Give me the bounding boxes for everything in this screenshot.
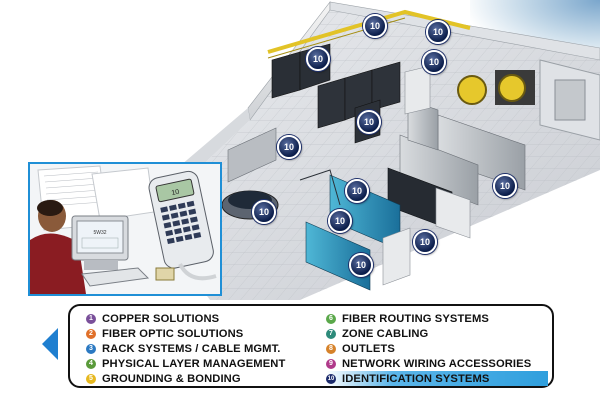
identification-marker-badge[interactable]: 10 [422, 50, 446, 74]
legend-item-label: COPPER SOLUTIONS [102, 312, 220, 325]
floor-tiles [150, 10, 600, 300]
back-wall-right [329, 1, 600, 61]
label-printer-photo-inset: 5W32 10 [28, 162, 222, 296]
legend-column-right: 6 FIBER ROUTING SYSTEMS 7 ZONE CABLING 8 OU… [326, 311, 548, 386]
grey-cabinet-row [399, 99, 526, 206]
identification-marker-badge[interactable]: 10 [252, 200, 276, 224]
number-6-icon: 6 [326, 313, 336, 324]
legend-item-copper-solutions[interactable]: 1 COPPER SOLUTIONS [86, 311, 285, 326]
identification-marker-badge[interactable]: 10 [328, 209, 352, 233]
yellow-cable-tray [267, 9, 471, 54]
legend-item-label: GROUNDING & BONDING [102, 372, 241, 385]
previous-arrow-icon[interactable] [42, 328, 58, 360]
legend-item-network-wiring-accessories[interactable]: 9 NETWORK WIRING ACCESSORIES [326, 356, 548, 371]
generator-room [457, 59, 600, 141]
legend-item-identification-systems[interactable]: 10 IDENTIFICATION SYSTEMS [326, 371, 548, 386]
legend-item-fiber-routing-systems[interactable]: 6 FIBER ROUTING SYSTEMS [326, 311, 548, 326]
number-2-icon: 2 [86, 328, 96, 339]
legend-item-label: RACK SYSTEMS / CABLE MGMT. [102, 342, 281, 355]
identification-marker-badge[interactable]: 10 [357, 110, 381, 134]
identification-marker-badge[interactable]: 10 [426, 20, 450, 44]
legend-item-grounding-bonding[interactable]: 5 GROUNDING & BONDING [86, 371, 285, 386]
legend-item-rack-systems[interactable]: 3 RACK SYSTEMS / CABLE MGMT. [86, 341, 285, 356]
number-8-icon: 8 [326, 343, 336, 354]
monitor-screen-text: 5W32 [93, 230, 106, 236]
legend-item-label: IDENTIFICATION SYSTEMS [342, 372, 490, 385]
legend-item-label: ZONE CABLING [342, 327, 429, 340]
legend-item-label: PHYSICAL LAYER MANAGEMENT [102, 357, 286, 370]
legend-column-left: 1 COPPER SOLUTIONS 2 FIBER OPTIC SOLUTIONS… [86, 311, 285, 386]
number-1-icon: 1 [86, 313, 96, 324]
legend-item-physical-layer-management[interactable]: 4 PHYSICAL LAYER MANAGEMENT [86, 356, 285, 371]
identification-marker-badge[interactable]: 10 [493, 174, 517, 198]
legend-item-fiber-optic-solutions[interactable]: 2 FIBER OPTIC SOLUTIONS [86, 326, 285, 341]
legend-item-outlets[interactable]: 8 OUTLETS [326, 341, 548, 356]
label-printer-photo: 5W32 10 [30, 164, 220, 294]
legend-item-label: NETWORK WIRING ACCESSORIES [342, 357, 532, 370]
datacenter-floor-illustration [140, 1, 600, 300]
number-7-icon: 7 [326, 328, 336, 339]
number-3-icon: 3 [86, 343, 96, 354]
identification-marker-badge[interactable]: 10 [363, 14, 387, 38]
solutions-legend: 1 COPPER SOLUTIONS 2 FIBER OPTIC SOLUTIONS… [68, 304, 554, 388]
number-9-icon: 9 [326, 358, 336, 369]
legend-item-zone-cabling[interactable]: 7 ZONE CABLING [326, 326, 548, 341]
legend-item-label: OUTLETS [342, 342, 395, 355]
identification-marker-badge[interactable]: 10 [413, 230, 437, 254]
legend-item-label: FIBER ROUTING SYSTEMS [342, 312, 489, 325]
identification-marker-badge[interactable]: 10 [345, 179, 369, 203]
number-10-icon: 10 [326, 373, 336, 384]
device-screen-text: 10 [171, 189, 180, 197]
identification-marker-badge[interactable]: 10 [306, 47, 330, 71]
number-4-icon: 4 [86, 358, 96, 369]
white-cabinets [382, 65, 471, 286]
legend-item-label: FIBER OPTIC SOLUTIONS [102, 327, 244, 340]
wall-racks-left [227, 127, 277, 183]
identification-marker-badge[interactable]: 10 [277, 135, 301, 159]
identification-marker-badge[interactable]: 10 [349, 253, 373, 277]
number-5-icon: 5 [86, 373, 96, 384]
operator-console [221, 190, 279, 220]
floor-walkway [299, 169, 341, 206]
